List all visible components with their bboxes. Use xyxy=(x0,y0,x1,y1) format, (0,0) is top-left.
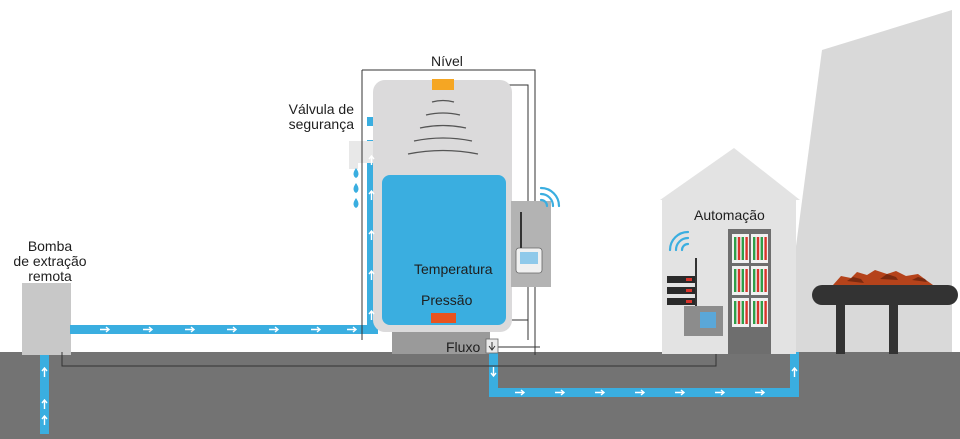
flow-arrow-icon xyxy=(490,367,497,378)
remote-io-module xyxy=(667,287,695,294)
flow-arrow-icon xyxy=(555,389,566,396)
antenna xyxy=(695,258,697,310)
pressure-label: Pressão xyxy=(421,292,473,308)
rack-terminal xyxy=(734,237,737,260)
water-drop-icon xyxy=(353,183,359,193)
rack-terminal xyxy=(756,237,760,260)
ore-pile xyxy=(833,270,933,285)
level-label: Nível xyxy=(431,53,463,69)
rack-terminal xyxy=(745,269,748,292)
safety-valve xyxy=(349,141,358,169)
conveyor-belt xyxy=(812,285,958,305)
flow-arrow-icon xyxy=(715,389,726,396)
pump-intake-pipe xyxy=(40,352,49,434)
rack-terminal xyxy=(764,269,767,292)
rack-terminal xyxy=(734,301,737,324)
surface-pipe xyxy=(70,325,378,334)
flow-arrow-icon xyxy=(791,366,798,377)
flow-arrow-icon xyxy=(269,326,280,333)
tank-base xyxy=(392,328,490,354)
rack-terminal xyxy=(745,301,748,324)
mountain xyxy=(782,10,952,352)
flow-arrow-icon xyxy=(755,389,766,396)
pump-label: Bomba de extração remota xyxy=(10,239,90,284)
flow-arrow-icon xyxy=(368,229,375,240)
temperature-panel xyxy=(511,201,551,287)
rack-terminal xyxy=(745,237,748,260)
temperature-transmitter-display xyxy=(520,252,538,264)
ground xyxy=(0,352,960,439)
automation-rack xyxy=(732,234,768,327)
rack-terminal xyxy=(760,269,763,292)
flow-arrow-icon xyxy=(675,389,686,396)
remote-io-led xyxy=(686,278,692,281)
automation-label: Automação xyxy=(694,207,765,223)
pump xyxy=(22,283,71,355)
flow-arrow-icon xyxy=(100,326,111,333)
rack-terminal xyxy=(741,301,744,324)
flow-arrow-icon xyxy=(143,326,154,333)
rack-terminal xyxy=(737,237,741,260)
flow-arrow-icon xyxy=(227,326,238,333)
remote-io-led xyxy=(686,300,692,303)
flow-arrow-icon xyxy=(515,389,526,396)
rack-terminal xyxy=(756,269,760,292)
remote-io-module xyxy=(667,276,695,283)
remote-io-module xyxy=(667,298,695,305)
tank-water xyxy=(382,175,506,325)
rack-terminal xyxy=(753,301,756,324)
flow-arrow-icon xyxy=(41,414,48,425)
pump-label-line: de extração xyxy=(13,253,87,269)
flow-arrow-icon xyxy=(368,269,375,280)
flow-arrow-icon xyxy=(185,326,196,333)
antenna xyxy=(520,212,522,248)
flow-arrow-icon xyxy=(311,326,322,333)
water-drop-icon xyxy=(353,168,359,178)
water-drop-icon xyxy=(353,198,359,208)
rack-terminal xyxy=(753,269,756,292)
rack-terminal xyxy=(760,301,763,324)
flow-arrow-icon xyxy=(595,389,606,396)
conveyor-leg xyxy=(889,305,898,354)
pump-label-line: Bomba xyxy=(27,238,73,254)
safety-valve-label-line: segurança xyxy=(288,116,354,132)
rack-terminal xyxy=(760,237,763,260)
pressure-sensor xyxy=(431,313,456,323)
flow-arrow-icon xyxy=(347,326,358,333)
remote-io-led xyxy=(686,289,692,292)
rack-terminal xyxy=(737,301,741,324)
rack-terminal xyxy=(753,237,756,260)
gateway-display xyxy=(700,312,716,328)
flow-arrow-icon xyxy=(368,189,375,200)
conveyor-leg xyxy=(836,305,845,354)
flow-arrow-icon xyxy=(368,309,375,320)
pump-label-line: remota xyxy=(28,268,72,284)
level-waves xyxy=(407,99,479,155)
rack-terminal xyxy=(734,269,737,292)
flow-arrow-icon xyxy=(41,398,48,409)
flow-label: Fluxo xyxy=(446,339,481,355)
rack-terminal xyxy=(741,269,744,292)
flow-arrows xyxy=(41,154,798,425)
level-sensor xyxy=(432,79,454,90)
flow-arrow-icon xyxy=(488,342,496,351)
flow-arrow-icon xyxy=(635,389,646,396)
safety-valve-label-line: Válvula de xyxy=(288,101,354,117)
rack-terminal xyxy=(741,237,744,260)
wifi-icon xyxy=(668,230,690,252)
safety-valve-label: Válvula de segurança xyxy=(262,102,354,132)
rack-terminal xyxy=(764,237,767,260)
flow-arrow-icon xyxy=(368,154,375,165)
automation-building-roof xyxy=(660,148,800,200)
wifi-icon xyxy=(539,186,561,208)
rack-terminal xyxy=(764,301,767,324)
flow-arrow-icon xyxy=(41,366,48,377)
temperature-label: Temperatura xyxy=(414,261,493,277)
rack-terminal xyxy=(756,301,760,324)
rack-terminal xyxy=(737,269,741,292)
